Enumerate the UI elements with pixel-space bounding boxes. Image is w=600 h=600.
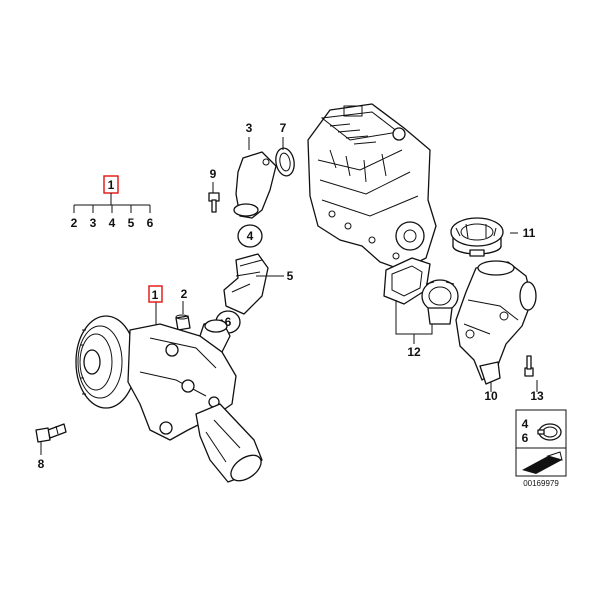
part-3-elbow [233, 151, 277, 219]
callout-6: 6 [225, 315, 232, 329]
legend-box: 4 6 00169979 [515, 409, 567, 488]
engine-block-drawing [307, 103, 437, 271]
callout-9: 9 [210, 167, 217, 181]
tree-root-label: 1 [108, 178, 115, 192]
callout-10: 10 [484, 389, 498, 403]
callout-8: 8 [38, 457, 45, 471]
part-5-hose [223, 253, 269, 315]
part-1-water-pump [75, 315, 263, 483]
part-2-sleeve [175, 314, 191, 331]
part-11-cap [450, 217, 504, 257]
tree-connector [73, 193, 151, 213]
tree-child-4: 4 [109, 216, 116, 230]
index-tree: 1 2 3 4 5 6 [71, 175, 154, 230]
tree-child-6: 6 [147, 216, 154, 230]
hose-clamp-icon [537, 423, 562, 441]
callout-4: 4 [247, 229, 254, 243]
callout-2: 2 [181, 287, 188, 301]
callout-12: 12 [407, 345, 421, 359]
tree-child-2: 2 [71, 216, 78, 230]
callout-1: 1 [152, 288, 159, 302]
tree-child-5: 5 [128, 216, 135, 230]
arrow-icon [522, 451, 563, 474]
tree-child-3: 3 [90, 216, 97, 230]
part-13-bolt [524, 355, 534, 377]
callout-7: 7 [280, 121, 287, 135]
part-7-gasket [275, 147, 295, 177]
callout-3: 3 [246, 121, 253, 135]
part-10-housing [455, 260, 537, 385]
callout-11: 11 [523, 226, 536, 240]
part-8-bolt [35, 423, 67, 443]
part-12-thermostat [383, 257, 459, 325]
callout-1-highlight [148, 285, 163, 303]
callout-13: 13 [530, 389, 544, 403]
legend-bottom-label: 6 [522, 431, 529, 445]
callout-labels: 1 2 3 4 5 6 7 8 9 10 11 12 13 [38, 121, 544, 471]
reference-number: 00169979 [523, 479, 559, 488]
callout-5: 5 [287, 269, 294, 283]
part-9-bolt [208, 192, 220, 213]
legend-top-label: 4 [522, 417, 529, 431]
leader-lines [40, 137, 538, 455]
part-4-clamp [237, 224, 263, 248]
